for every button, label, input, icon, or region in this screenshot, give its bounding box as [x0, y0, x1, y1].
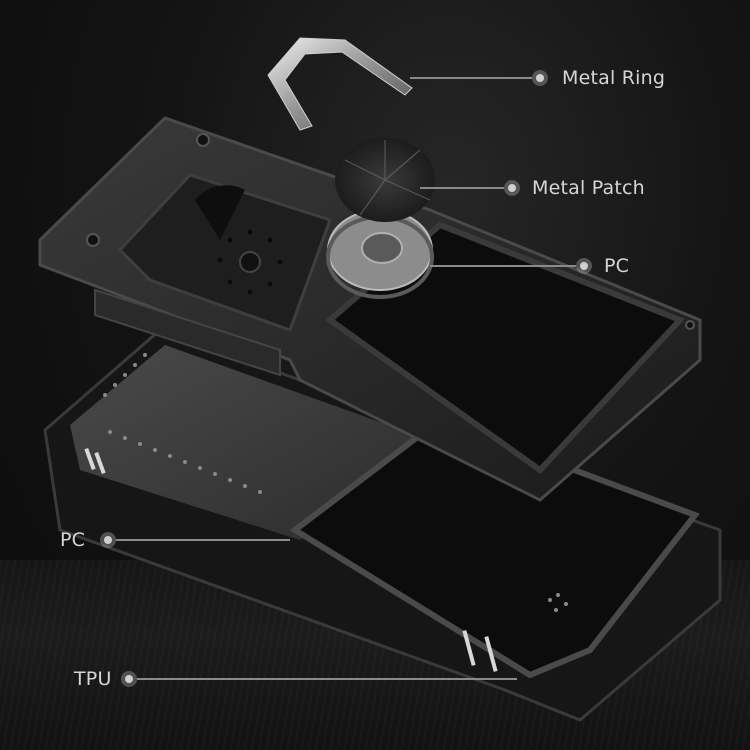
label-pc-top: PC — [604, 255, 630, 277]
callout-dot — [504, 180, 520, 196]
leader-line — [137, 678, 517, 680]
metal-patch — [335, 138, 435, 222]
label-metal-ring: Metal Ring — [562, 67, 666, 89]
callout-pc-top: PC — [430, 254, 650, 278]
callout-metal-patch: Metal Patch — [420, 176, 700, 200]
callout-tpu: TPU — [74, 667, 524, 691]
leader-line — [116, 539, 290, 541]
callout-dot — [576, 258, 592, 274]
callout-metal-ring: Metal Ring — [410, 66, 690, 90]
callout-dot — [121, 671, 137, 687]
label-metal-patch: Metal Patch — [532, 177, 645, 199]
leader-line — [430, 265, 576, 267]
leader-line — [410, 77, 532, 79]
ring-base — [326, 209, 434, 299]
label-pc-bottom: PC — [60, 529, 86, 551]
callout-dot — [100, 532, 116, 548]
label-tpu: TPU — [74, 668, 112, 690]
callout-dot — [532, 70, 548, 86]
callout-pc-bottom: PC — [60, 528, 290, 552]
metal-ring — [267, 37, 413, 131]
lower-case — [43, 328, 722, 722]
leader-line — [420, 187, 504, 189]
